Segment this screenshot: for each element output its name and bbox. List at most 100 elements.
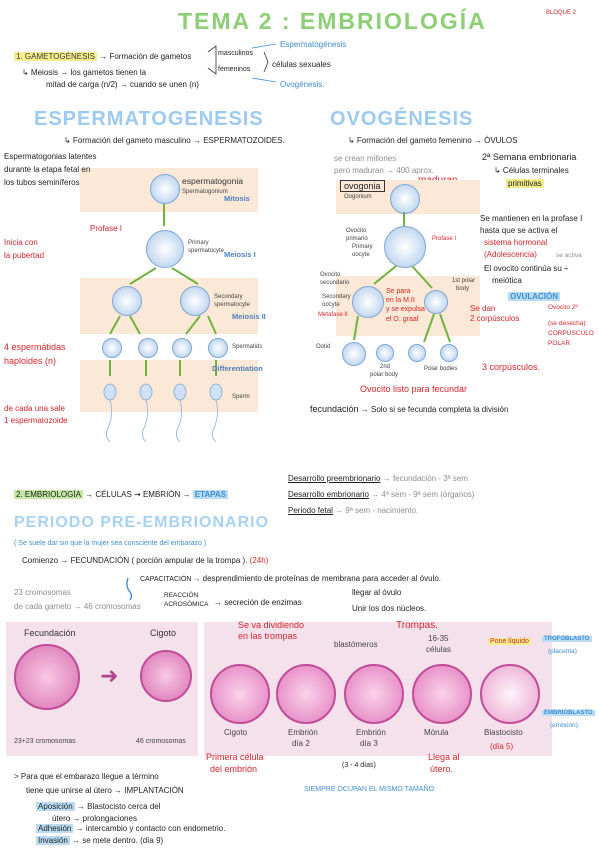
- stage-embrion3-cell: [344, 664, 404, 724]
- profase-label: Profase I: [90, 224, 123, 233]
- spermatid-cell: [138, 338, 158, 358]
- metafase-label: Metafase II: [318, 312, 348, 318]
- stage-embrion3-label-1: Embrión: [356, 728, 386, 737]
- sperm-cells: [103, 383, 223, 443]
- se-para-note-1: Se para: [386, 288, 411, 295]
- stage-embrionario: Desarrollo embrionario → 4ª sem - 9ª sem…: [288, 490, 475, 499]
- sperm-label: Sperm: [232, 394, 250, 400]
- se-para-note-3: y se expulsa: [386, 306, 425, 313]
- inicia-note-1: Inicia con: [4, 238, 38, 247]
- dia5-note: (día 5): [490, 742, 514, 751]
- implantacion-line-2: tiene que unirse al útero → IMPLANTACIÓN: [26, 786, 184, 795]
- se-para-note-4: el O. graaf: [386, 316, 419, 323]
- stage-embrion3-label-2: día 3: [360, 739, 378, 748]
- spermatogonias-note-1: Espermatogonias latentes: [4, 152, 97, 161]
- ovocito-secundario-1: Ovocito: [320, 272, 341, 278]
- esperm-meiosis2-band: [80, 278, 258, 334]
- ovocito-primario-2: primario: [346, 236, 368, 242]
- stage-embrion2-label-1: Embrión: [288, 728, 318, 737]
- se-para-note-2: en la M.II: [386, 297, 415, 304]
- continua-note-1: El ovocito continúa su ÷: [484, 264, 569, 273]
- stage-cigoto-cell: [210, 664, 270, 724]
- pone-liquido-note: Pone líquido: [488, 638, 531, 645]
- ovogonia-box: ovogonia: [340, 180, 385, 192]
- intro-brackets: [207, 43, 277, 83]
- ovo-profase-label: Profase I: [432, 236, 457, 242]
- reaccion-label-1: REACCIÓN: [164, 592, 199, 599]
- spermatogonium-label: Spermatogonium: [182, 189, 228, 195]
- trofoblasto-note-2: (placenta): [548, 648, 577, 655]
- preembrionario-subtitle: ( Se suele dar sin que la mujer sea cons…: [14, 540, 207, 547]
- primary-oocyte-2: oocyte: [352, 252, 370, 258]
- se-crean-note-2: pero maduran → 400 aprox.: [334, 166, 435, 175]
- cromosomas-line-2: de cada gameto → 46 cromosomas: [14, 602, 141, 611]
- stage-blastocisto-label: Blastocisto: [484, 728, 523, 737]
- mantienen-note-1: Se mantienen en la profase I: [480, 214, 583, 223]
- tres-corpusculos-note: 3 corpúsculos.: [482, 362, 541, 372]
- cigoto-title: Cigoto: [150, 628, 177, 638]
- se-desecha-note-2: CORPÚSCULO: [548, 330, 594, 337]
- spermatogonias-note-2: durante la etapa fetal en: [4, 165, 91, 174]
- embrioblasto-note-2: (embrión).: [550, 722, 580, 729]
- aposicion-line-2: útero → prolongaciones: [52, 814, 137, 823]
- stage-embrion2-label-2: día 2: [292, 739, 310, 748]
- oogonium-label: Oogonium: [344, 194, 372, 200]
- spermatogonias-note-3: los tubos seminíferos: [4, 178, 80, 187]
- cromosomas-right-label: 46 cromosomas: [136, 738, 186, 745]
- ootid-cell: [342, 342, 366, 366]
- polar-bodies-label: Polar bodies: [424, 366, 458, 372]
- secondary-oocyte-cell: [352, 286, 384, 318]
- primary-spermatocyte-cell: [146, 230, 184, 268]
- ovogenesis-def: ↳ Formación del gameto femenino → ÓVULOS: [348, 136, 518, 145]
- meiosis-line-2: mitad de carga (n/2) → cuando se unen (n…: [46, 80, 199, 89]
- ovocito-listo-note: Ovocito listo para fecundar: [360, 384, 468, 394]
- gametogenesis-heading: 1. GAMETOGÉNESIS → Formación de gametos: [14, 52, 192, 61]
- espermatidas-note-2: haploides (n): [4, 356, 57, 366]
- ovocito-primario-1: Ovocito: [346, 228, 367, 234]
- espermatogonia-label: espermatogonia: [182, 176, 243, 186]
- spermatids-label: Spermatids: [232, 344, 263, 350]
- inicia-note-2: la pubertad: [4, 251, 45, 260]
- spermatid-cell: [208, 338, 228, 358]
- spermatogonium-cell: [150, 174, 180, 204]
- cromosomas-line-1: 23 cromosomas: [14, 588, 71, 597]
- first-polar-body-cell: [424, 290, 448, 314]
- se-activa-note: se activa: [556, 252, 582, 259]
- embriologia-heading: 2. EMBRIOLOGÍA → CÉLULAS ⇝ EMBRIÓN → ETA…: [14, 490, 229, 499]
- ovogenesis-link: Ovogénesis.: [280, 80, 325, 89]
- fecundacion-title: Fecundación: [24, 628, 76, 638]
- secondary-spermatocyte-label-1: Secondary: [214, 294, 243, 300]
- llega-note-1: Llega al: [428, 752, 460, 762]
- mitosis-label: Mitosis: [224, 194, 250, 203]
- comienzo-line: Comienzo → FECUNDACIÓN ( porción ampular…: [22, 556, 269, 565]
- ovocito2-note: Ovocito 2º: [548, 304, 578, 311]
- invasion-line: Invasión → se mete dentro. (día 9): [36, 836, 164, 845]
- masculinos-label: masculinos: [218, 50, 254, 57]
- celulas-terminales-2: primitivas: [506, 179, 544, 188]
- embrioblasto-note-1: EMBRIOBLASTO: [542, 710, 595, 716]
- ovogenesis-title: OVOGÉNESIS: [330, 108, 474, 130]
- stage-cigoto-label: Cigoto: [224, 728, 248, 737]
- preembrionario-title: PERIODO PRE-EMBRIONARIO: [14, 514, 270, 531]
- trofoblasto-note-1: TROFOBLASTO: [542, 636, 592, 642]
- second-polar-label-1: 2nd: [380, 364, 391, 370]
- stage-embrion2-cell: [276, 664, 336, 724]
- spermatid-cell: [102, 338, 122, 358]
- espermatidas-note-1: 4 espermátidas: [4, 342, 66, 352]
- stage-preembrionario: Desarrollo preembrionario → fecundación …: [288, 474, 468, 483]
- secondary-spermatocyte-label-2: spermatocyte: [214, 302, 251, 308]
- fecundacion-note: fecundación → Solo si se fecunda complet…: [310, 404, 509, 414]
- fecundacion-arrow-icon: ➜: [100, 664, 119, 689]
- cromosomas-left-label: 23+23 cromosomas: [14, 738, 76, 745]
- bloque-label: BLOQUE 2: [546, 10, 577, 16]
- stage-morula-label: Mórula: [424, 728, 449, 737]
- secondary-oocyte-1: Secondary: [322, 294, 351, 300]
- stage-blastocisto-cell: [480, 664, 540, 724]
- primera-celula-2: del embrión: [210, 764, 258, 774]
- ovocito-secundario-2: secundario: [320, 280, 350, 286]
- dividiendo-note-1: Se va dividiendo: [238, 620, 305, 630]
- primary-oocyte-cell: [384, 226, 426, 268]
- stage-morula-cell: [412, 664, 472, 724]
- first-polar-label-1: 1st polar: [452, 278, 476, 284]
- ootid-label: Ootid: [316, 344, 331, 350]
